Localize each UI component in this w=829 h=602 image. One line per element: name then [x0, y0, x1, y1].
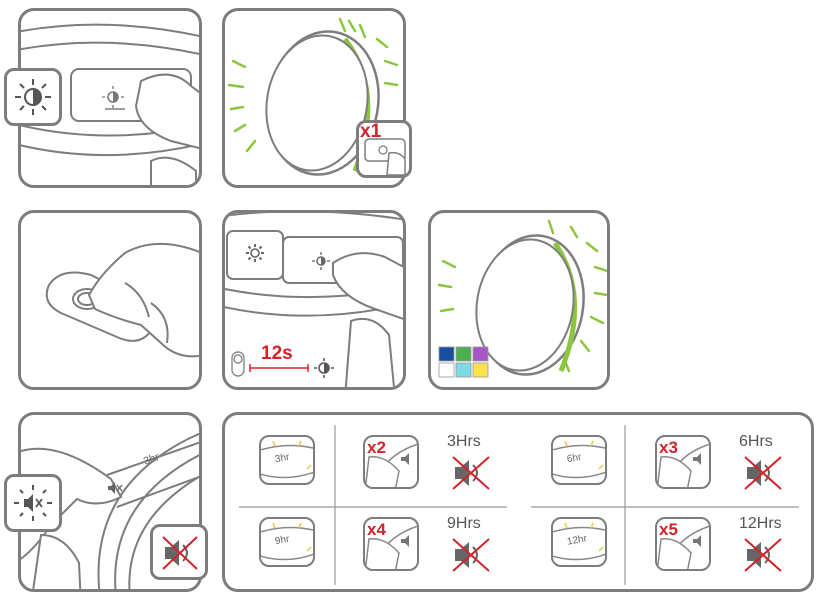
press-count-label: x1 [360, 121, 382, 142]
press-mute-thumbnail: x5 [655, 517, 711, 571]
timer-ring-thumbnail: 3hr [259, 435, 315, 485]
mute-button-callout [4, 474, 62, 532]
timer-table-row: 6hr x3 6Hrs [517, 415, 809, 499]
press-mute-thumbnail: x2 [363, 435, 419, 489]
timer-ring-label: 3hr [142, 451, 161, 468]
brightness-button-callout [4, 68, 62, 126]
color-swatch [455, 346, 472, 362]
finger-hand [134, 73, 199, 185]
timer-ring-thumbnail: 12hr [551, 517, 607, 567]
timer-ring-thumbnail: 9hr [259, 517, 315, 567]
color-swatches [438, 346, 489, 378]
timer-duration-label: 9Hrs [447, 515, 481, 532]
step-press-brightness-panel [18, 8, 202, 188]
color-swatch [472, 346, 489, 362]
table-grid [239, 425, 799, 585]
step-hold-settings-panel: 12s [222, 210, 406, 390]
step-color-mode-panel [428, 210, 610, 390]
holding-hand [332, 252, 403, 387]
press-count-label: x3 [659, 438, 678, 457]
press-count-label: x2 [367, 438, 386, 457]
press-mute-thumbnail: x3 [655, 435, 711, 489]
timer-ring-thumbnail: 6hr [551, 435, 607, 485]
timer-table-row: 12hr x5 12Hrs [517, 497, 809, 581]
lamp-disc [475, 234, 585, 376]
timer-settings-table: 3hr x2 3Hrs 6hr x3 6Hrs 9hr x4 9Hrs 12hr x5 12Hrs [222, 412, 814, 592]
timer-duration-label: 12Hrs [739, 515, 782, 532]
color-swatch [438, 346, 455, 362]
timer-duration-label: 3Hrs [447, 433, 481, 450]
press-mute-thumbnail: x4 [363, 517, 419, 571]
timer-off-callout [150, 524, 208, 580]
hold-time-label: 12s [261, 343, 293, 364]
press-count-label: x4 [367, 520, 386, 539]
press-count-callout [356, 120, 412, 178]
timer-duration-label: 6Hrs [739, 433, 773, 450]
speaker-mute-icon [12, 483, 54, 528]
glow-rays [227, 17, 399, 153]
step-press-remote-panel [18, 210, 202, 390]
press-count-label: x5 [659, 520, 678, 539]
pressing-hand [87, 243, 199, 358]
color-swatch [455, 362, 472, 378]
timer-table-row: 9hr x4 9Hrs [225, 497, 517, 581]
color-swatch [438, 362, 455, 378]
sun-half-icon [13, 77, 53, 122]
sun-half-icon [101, 85, 125, 109]
speaker-crossed-icon [161, 535, 199, 576]
timer-table-row: 3hr x2 3Hrs [225, 415, 517, 499]
color-swatch [472, 362, 489, 378]
